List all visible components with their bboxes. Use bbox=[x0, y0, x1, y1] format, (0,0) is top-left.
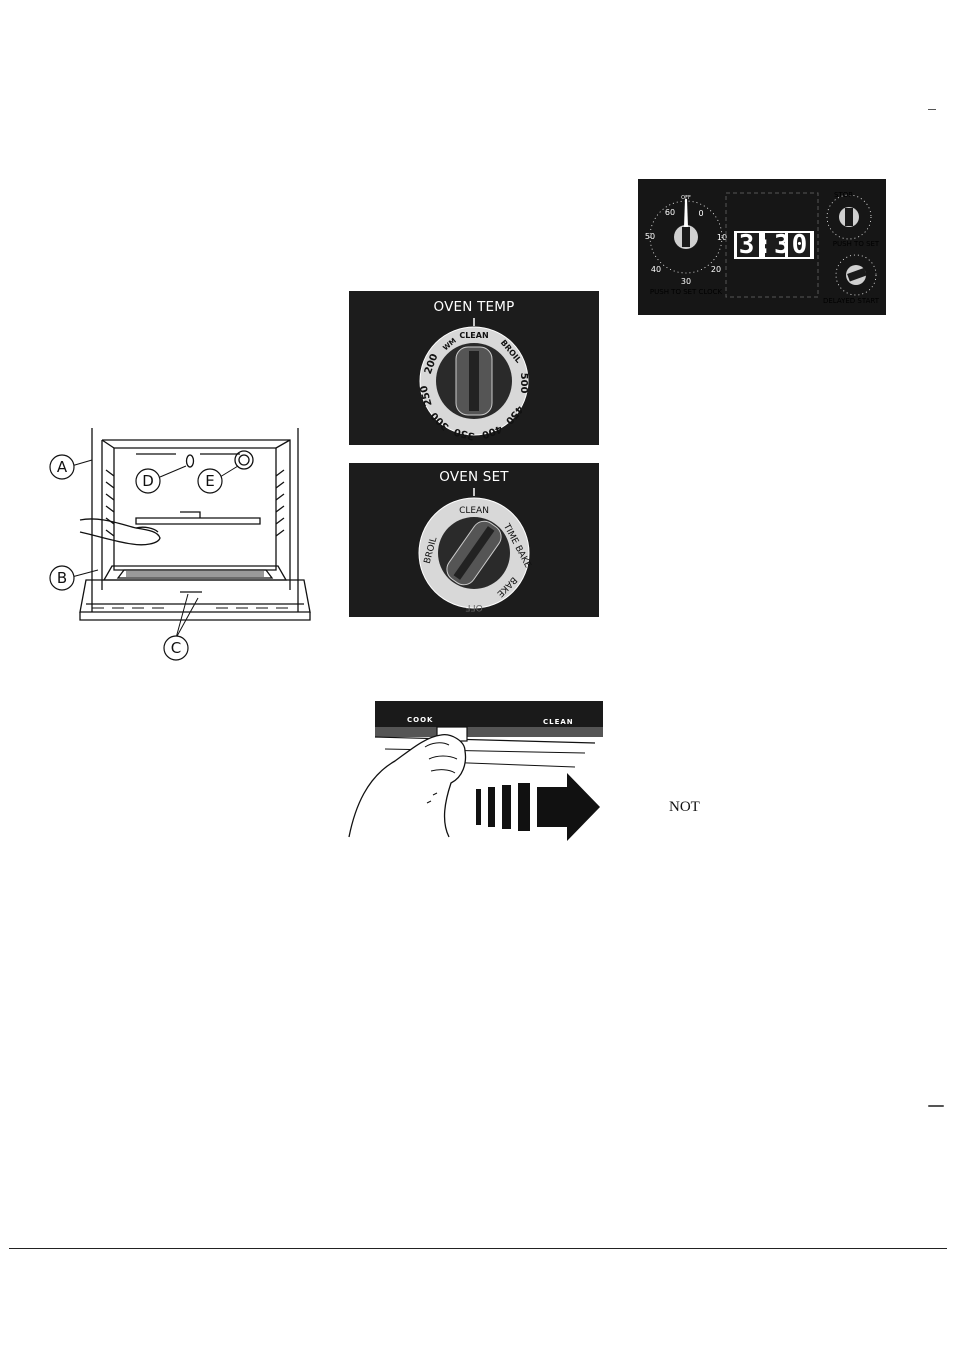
delayed-start-dial[interactable] bbox=[835, 254, 877, 296]
corner-mark-icon bbox=[928, 109, 936, 110]
temp-label-350: 350 bbox=[453, 425, 476, 441]
stop-label: STOP bbox=[834, 191, 852, 199]
clock-display: 3:30 bbox=[738, 230, 810, 260]
temp-label-250: 250 bbox=[419, 384, 435, 407]
minute-timer-dial[interactable] bbox=[649, 199, 723, 274]
door-latch-illustration: COOK CLEAN bbox=[345, 697, 605, 852]
oven-temp-panel: OVEN TEMP CLEAN BROIL 500 450 400 350 30… bbox=[349, 291, 599, 445]
temp-label-clean: CLEAN bbox=[459, 331, 488, 340]
oven-set-knob[interactable] bbox=[418, 497, 530, 609]
clock-timer-panel: 60 0 10 20 30 40 50 OFF PUSH TO SET CLOC… bbox=[638, 179, 886, 315]
oven-temp-knob[interactable] bbox=[419, 326, 529, 436]
timer-label-10: 10 bbox=[717, 233, 727, 242]
timer-label-40: 40 bbox=[651, 265, 661, 274]
delayed-start-label: DELAYED START bbox=[823, 297, 880, 305]
oven-temp-title: OVEN TEMP bbox=[433, 299, 515, 315]
oven-set-title: OVEN SET bbox=[439, 469, 509, 485]
footer-rule bbox=[9, 1248, 947, 1249]
timer-label-60: 60 bbox=[665, 208, 675, 217]
push-to-set-clock-label: PUSH TO SET CLOCK bbox=[650, 288, 723, 296]
callout-c: C bbox=[171, 639, 181, 657]
timer-label-20: 20 bbox=[711, 265, 721, 274]
set-label-clean: CLEAN bbox=[459, 506, 489, 516]
timer-label-50: 50 bbox=[645, 232, 655, 241]
callout-d: D bbox=[142, 472, 154, 490]
not-emphasis-text: NOT bbox=[669, 799, 700, 815]
latch-cook-label: COOK bbox=[407, 716, 433, 724]
temp-label-500: 500 bbox=[518, 373, 529, 394]
timer-label-30: 30 bbox=[681, 277, 691, 286]
callout-a: A bbox=[57, 458, 68, 476]
callout-e: E bbox=[205, 472, 214, 490]
oven-interior-diagram: A B C D E bbox=[40, 420, 320, 665]
oven-set-panel: OVEN SET CLEAN TIME BAKE BAKE OFF BROIL bbox=[349, 463, 599, 617]
set-label-off: OFF bbox=[465, 602, 482, 612]
timer-label-0: 0 bbox=[698, 209, 703, 218]
slide-arrow-icon bbox=[537, 773, 600, 841]
push-to-set-label: PUSH TO SET bbox=[833, 240, 880, 248]
latch-clean-label: CLEAN bbox=[543, 718, 574, 726]
stop-time-dial[interactable] bbox=[826, 194, 872, 240]
callout-b: B bbox=[57, 569, 67, 587]
corner-mark-bottom-icon bbox=[928, 1105, 944, 1107]
timer-label-off: OFF bbox=[681, 195, 691, 201]
